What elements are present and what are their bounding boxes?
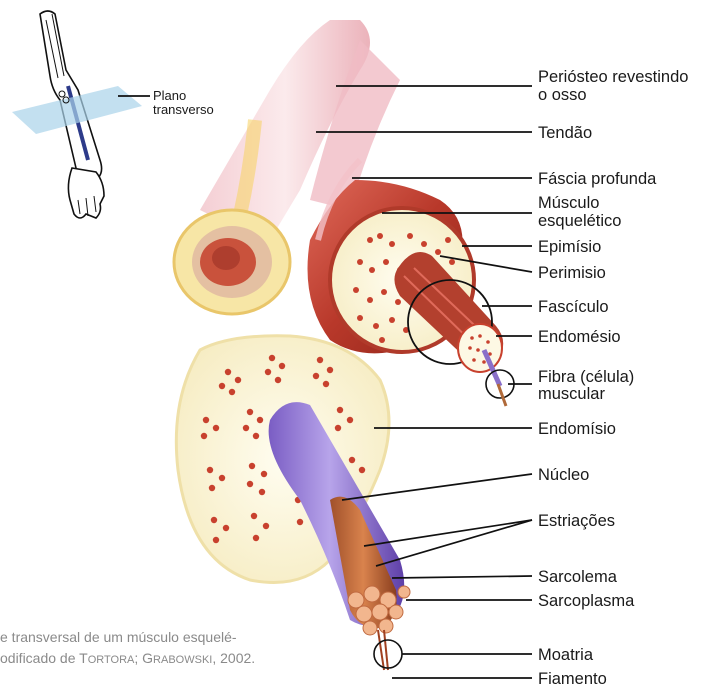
- label-fibra-1: Fibra (célula): [538, 368, 634, 386]
- caption-line1: e transversal de um músculo esquelé-: [0, 629, 237, 645]
- label-sarcoplasma: Sarcoplasma: [538, 592, 635, 610]
- caption-line2-b: , 2002.: [212, 650, 255, 666]
- caption-line2: odificado de TORTORA; GRABOWSKI, 2002.: [0, 650, 255, 666]
- hand-outline: [68, 168, 104, 218]
- label-nucleo: Núcleo: [538, 466, 589, 484]
- label-moatria: Moatria: [538, 646, 594, 664]
- label-estriacoes: Estriações: [538, 512, 615, 530]
- label-endomisio: Endomísio: [538, 420, 616, 438]
- figure-caption: e transversal de um músculo esquelé- odi…: [0, 629, 255, 666]
- label-perimisio: Perimisio: [538, 264, 606, 282]
- label-periosteo-1: Perióst​eo revestindo: [538, 68, 688, 86]
- arm-inset: Plano transverso: [12, 11, 214, 218]
- label-fasciculo: Fascículo: [538, 298, 609, 316]
- label-fascia-profunda: Fáscia profunda: [538, 170, 657, 188]
- myofibril-ends: [348, 586, 410, 635]
- labels: Perióst​eo revestindo o osso Tendão Fásc…: [538, 68, 688, 687]
- caption-line2-a: odificado de: [0, 650, 79, 666]
- label-epimisio: Epimísio: [538, 238, 601, 256]
- label-fibra-2: muscular: [538, 385, 605, 403]
- label-endomesio: Endomésio: [538, 328, 621, 346]
- caption-grabowski-initial: G: [142, 650, 153, 666]
- label-musculo-2: esquelético: [538, 212, 621, 230]
- caption-sep: ;: [134, 650, 142, 666]
- fascicle-cross-section: [458, 324, 502, 372]
- plane-label-line2: transverso: [153, 102, 214, 117]
- label-tendao: Tendão: [538, 124, 592, 142]
- label-musculo-1: Músculo: [538, 194, 599, 212]
- label-periosteo-2: o osso: [538, 86, 587, 104]
- label-fiamento: Fiamento: [538, 670, 607, 687]
- label-sarcolema: Sarcolema: [538, 568, 618, 586]
- caption-grabowski-rest: RABOWSKI: [153, 654, 212, 666]
- plane-label-line1: Plano: [153, 88, 186, 103]
- caption-tortora-rest: ORTORA: [88, 654, 135, 666]
